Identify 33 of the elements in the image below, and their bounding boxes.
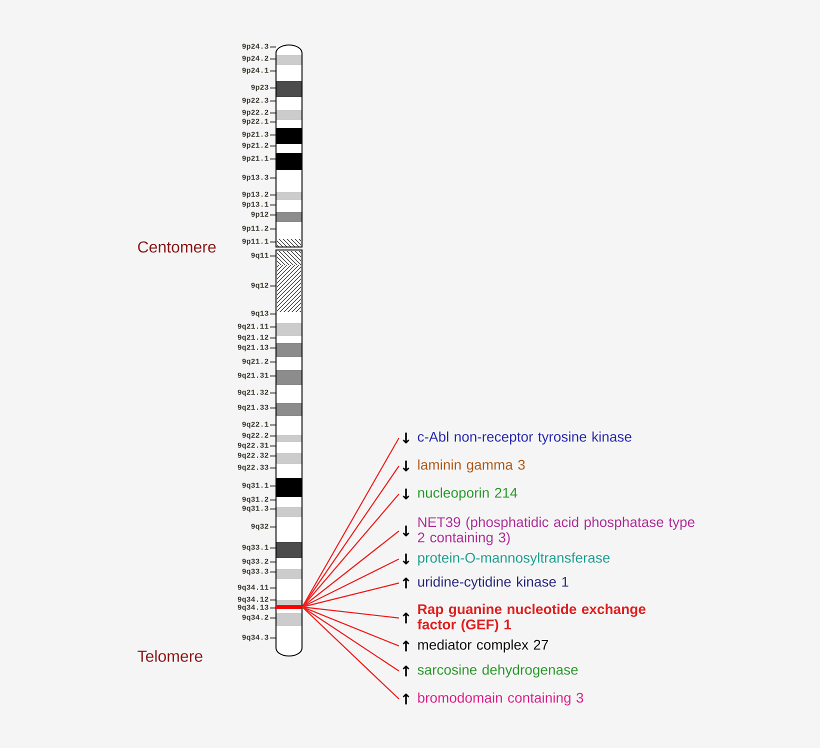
connector-line <box>302 606 400 672</box>
gene-label: c-Abl non-receptor tyrosine kinase <box>418 431 632 445</box>
connector-line <box>302 606 400 700</box>
connector-line <box>302 582 400 608</box>
direction-arrow: ↑ <box>402 640 410 652</box>
gene-label: laminin gamma 3 <box>418 459 525 473</box>
gene-label: nucleoporin 214 <box>418 487 518 501</box>
connector-line <box>302 466 400 608</box>
connector-line <box>302 438 400 608</box>
direction-arrow: ↓ <box>402 460 410 472</box>
direction-arrow: ↓ <box>402 526 410 536</box>
connector-line <box>302 606 399 619</box>
gene-label: NET39 (phosphatidic acid phosphatase type 2 containing 3) <box>418 516 694 546</box>
gene-label: uridine-cytidine kinase 1 <box>418 576 568 590</box>
region-label: Telomere <box>138 650 202 662</box>
gene-label: bromodomain containing 3 <box>418 692 584 706</box>
gene-label: Rap guanine nucleotide exchange factor (GEF) 1 <box>418 604 646 632</box>
gene-label: sarcosine dehydrogenase <box>418 664 578 678</box>
direction-arrow: ↑ <box>402 578 410 588</box>
connector-line <box>302 494 400 608</box>
gene-label: protein-O-mannosyltransferase <box>418 552 610 566</box>
band-marker <box>276 605 302 609</box>
region-label: Centomere <box>138 241 216 253</box>
connector-line <box>302 558 400 608</box>
direction-arrow: ↑ <box>402 612 410 624</box>
direction-arrow: ↓ <box>402 554 410 564</box>
connector-line <box>302 530 400 608</box>
direction-arrow: ↓ <box>402 432 410 444</box>
direction-arrow: ↑ <box>402 694 410 704</box>
connector-line <box>302 606 400 647</box>
direction-arrow: ↓ <box>402 488 410 500</box>
gene-label: mediator complex 27 <box>418 639 548 653</box>
direction-arrow: ↑ <box>402 666 410 676</box>
